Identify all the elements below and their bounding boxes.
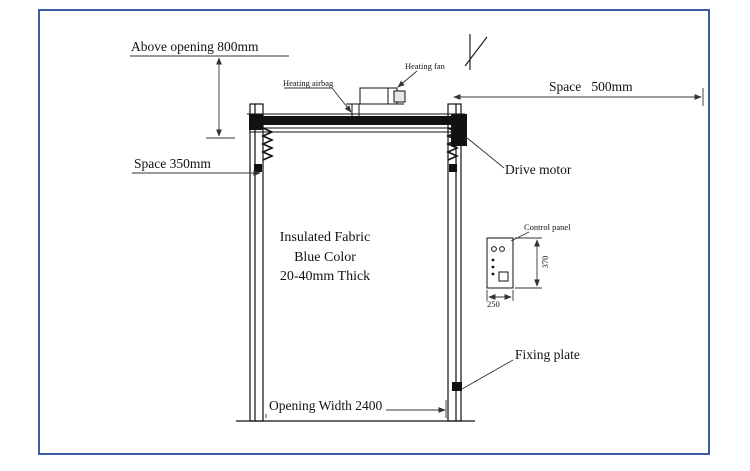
fabric-text-line3: 20-40mm Thick (279, 269, 371, 285)
label-heating-fan: Heating fan (405, 61, 445, 71)
left-shaft-end (249, 114, 263, 130)
dim-250 (486, 290, 514, 301)
control-panel-drawing (486, 237, 514, 289)
dim-370 (515, 237, 542, 289)
drive-motor-unit (451, 114, 467, 146)
leader-lines (284, 70, 530, 390)
heating-fan-unit (346, 87, 406, 116)
label-fixing-plate: Fixing plate (515, 347, 580, 362)
label-control-panel: Control panel (524, 222, 571, 232)
label-drive-motor: Drive motor (505, 162, 572, 177)
fabric-text-block: Insulated Fabric Blue Color 20-40mm Thic… (243, 228, 407, 287)
right-spring (446, 127, 459, 161)
label-dim-250: 250 (487, 299, 500, 309)
label-space-500: Space 500mm (549, 79, 633, 94)
fabric-text-line1: Insulated Fabric (279, 230, 371, 245)
label-above-opening: Above opening 800mm (131, 39, 259, 54)
dim-above-opening (130, 55, 289, 139)
top-beam (247, 113, 465, 133)
wall-section-mark (464, 34, 488, 70)
label-heating-airbag: Heating airbag (283, 78, 334, 88)
left-spring (261, 127, 274, 161)
diagram-frame (38, 9, 710, 455)
dim-space-500 (453, 88, 704, 106)
label-opening-width: Opening Width 2400 (265, 398, 387, 414)
fabric-text-line2: Blue Color (294, 249, 356, 265)
label-space-350: Space 350mm (134, 156, 211, 171)
label-dim-370: 370 (540, 255, 550, 269)
